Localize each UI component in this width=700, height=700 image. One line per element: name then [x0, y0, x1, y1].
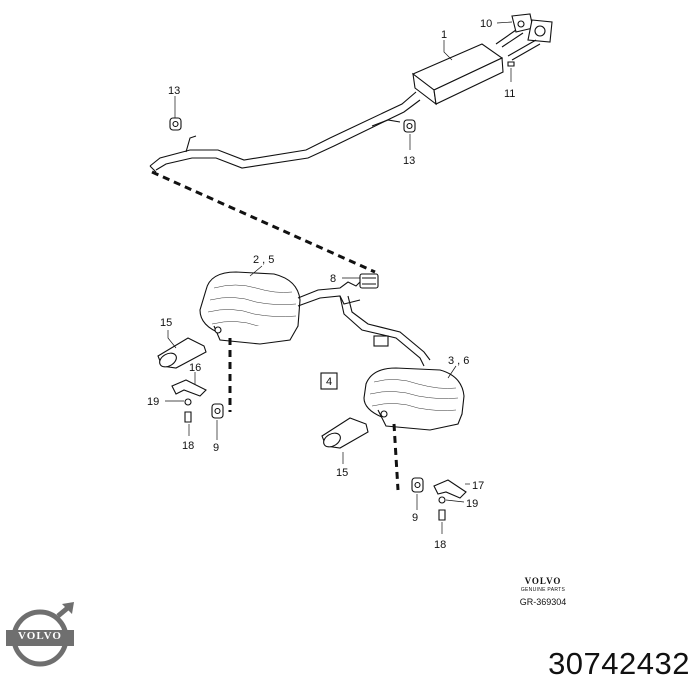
- callout-13a: 13: [168, 85, 180, 97]
- callout-15b: 15: [336, 467, 348, 479]
- twin-pipe-b: [507, 39, 541, 61]
- flange-hole-2: [517, 20, 525, 28]
- front-pipe-assembly: [149, 13, 553, 173]
- callout-18b: 18: [434, 539, 446, 551]
- washer-19a: [184, 398, 192, 406]
- callout-box-4: [320, 372, 338, 390]
- callout-2-5: 2 , 5: [253, 254, 274, 266]
- rubber-hanger-9b: [411, 477, 424, 493]
- diagram-code: GR-369304: [519, 597, 567, 607]
- callout-3-6: 3 , 6: [448, 355, 469, 367]
- part-number: 30742432: [548, 646, 690, 681]
- callout-18a: 18: [182, 440, 194, 452]
- brand-subtitle: GENUINE PARTS: [520, 587, 566, 593]
- callout-15a: 15: [160, 317, 172, 329]
- leader-lines: [165, 21, 513, 534]
- right-muffler: [363, 367, 465, 431]
- callout-9a: 9: [213, 442, 219, 454]
- volvo-logo: [6, 602, 74, 667]
- pipe-end: [149, 165, 157, 173]
- callout-1: 1: [441, 29, 447, 41]
- rubber-hanger-13b: [403, 119, 416, 133]
- logo-band: [6, 630, 74, 646]
- hanger-rod-left: [185, 135, 197, 153]
- callout-13b: 13: [403, 155, 415, 167]
- dashed-connector-main: [151, 170, 376, 274]
- bolt-18a: [184, 411, 192, 423]
- bracket-17: [433, 479, 467, 521]
- clamp-8: [359, 273, 379, 289]
- left-muffler: [199, 271, 301, 345]
- rubber-hanger-9a: [211, 403, 224, 419]
- bracket-11: [507, 61, 515, 67]
- dashed-link-right: [392, 423, 400, 491]
- washer-19b: [438, 496, 446, 504]
- callout-19a: 19: [147, 396, 159, 408]
- hanger-rod-right: [371, 119, 401, 127]
- tailpipe-right: [321, 417, 369, 449]
- callout-10: 10: [480, 18, 492, 30]
- callout-11: 11: [504, 88, 515, 100]
- logo-wordmark: VOLVO: [18, 630, 62, 642]
- twin-pipe-a: [495, 29, 524, 48]
- callout-19b: 19: [466, 498, 478, 510]
- brand-wordmark: VOLVO: [524, 576, 562, 586]
- main-pipe-upper: [149, 91, 417, 167]
- center-box-front: [433, 57, 504, 105]
- main-pipe-lower: [155, 99, 421, 171]
- callout-16: 16: [189, 362, 201, 374]
- pipe-clamp: [373, 335, 389, 347]
- flange-hole: [534, 25, 546, 37]
- tailpipe-left: [157, 337, 207, 369]
- bracket-16: [171, 379, 207, 423]
- crossover-pipe: [297, 279, 431, 367]
- callout-4: 4: [326, 376, 332, 388]
- callout-17: 17: [472, 480, 484, 492]
- rubber-hanger-13a: [169, 117, 182, 131]
- bolt-18b: [438, 509, 446, 521]
- callout-9b: 9: [412, 512, 418, 524]
- callout-8: 8: [330, 273, 336, 285]
